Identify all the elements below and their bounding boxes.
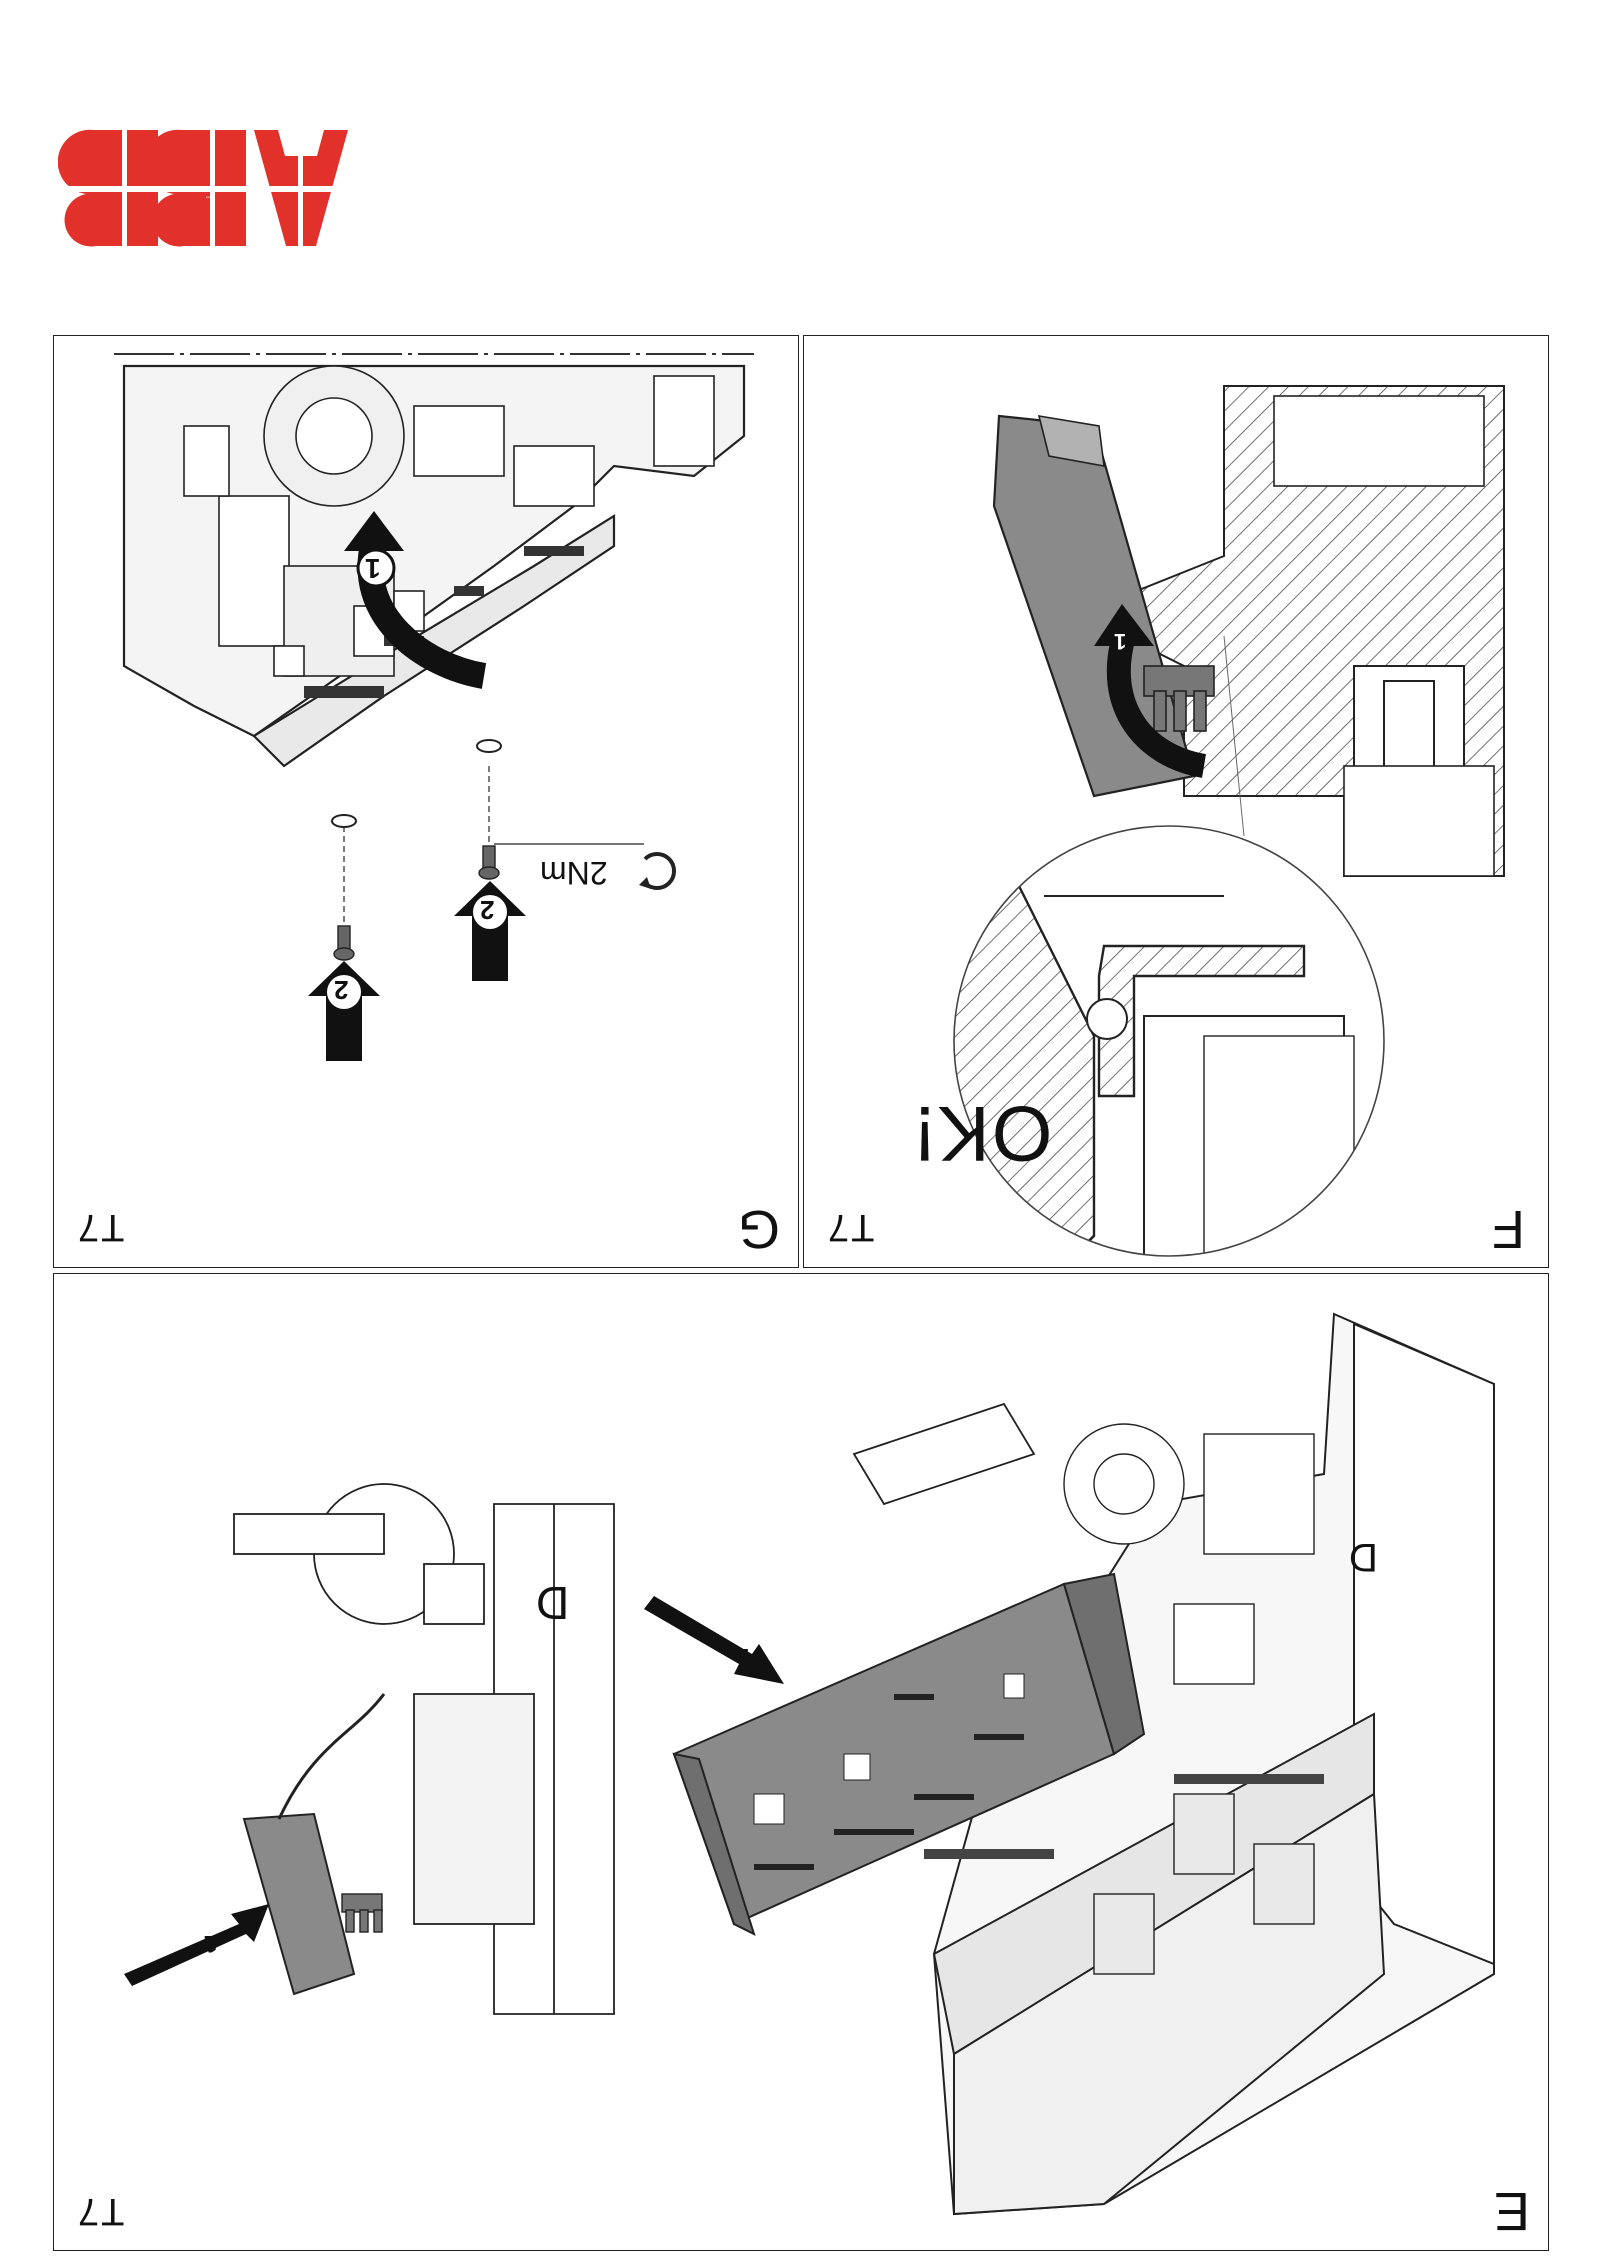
panel-g-illustration (114, 353, 754, 1061)
insert-accessory-step-number: 1 (204, 1930, 218, 1957)
panel-f-letter: F (1492, 1199, 1525, 1259)
panel-g-model: T7 (76, 1206, 125, 1248)
panel-f-model: T7 (826, 1206, 875, 1248)
ok-callout: OK! (912, 1090, 1053, 1178)
panel-f-illustration (953, 385, 1505, 1257)
part-mark-d-right: D (1349, 1535, 1378, 1579)
abb-logo-mark: ABB (57, 128, 358, 248)
logo-text: ABB (206, 196, 211, 199)
abb-logo: ABB (57, 128, 358, 253)
part-mark-d-left: D (536, 1577, 570, 1629)
panel-e-letter: E (1494, 2181, 1531, 2241)
panel-e-illustration (124, 1312, 1495, 2216)
rotate-step-number-f: 1 (1114, 629, 1127, 654)
panel-g-letter: G (738, 1199, 781, 1259)
panel-e: 1 1 D D E T7 (53, 1273, 1549, 2251)
rotate-step-number: 1 (365, 553, 381, 584)
insert-module-step-number: 1 (736, 1643, 750, 1670)
torque-label: 2Nm (540, 855, 608, 891)
screw-step-right-number: 2 (480, 895, 495, 925)
panel-g: 1 2 2 2Nm G T7 (53, 335, 799, 1268)
panel-e-model: T7 (76, 2190, 125, 2232)
screw-step-left-number: 2 (334, 975, 349, 1005)
panel-f: OK! 1 F T7 (803, 335, 1549, 1268)
